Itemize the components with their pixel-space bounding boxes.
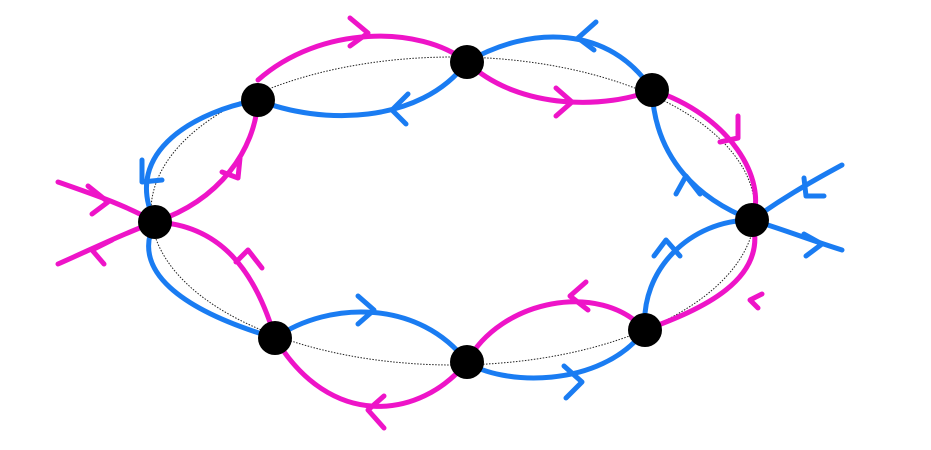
- nodes: [138, 45, 769, 379]
- edge-n1-n2-lower: [255, 59, 470, 119]
- node-n6: [450, 345, 484, 379]
- arrowhead-n3-n4-outer: [717, 113, 741, 145]
- node-n7: [258, 321, 292, 355]
- arrowhead-n6-n7-upper: [355, 293, 377, 327]
- arrowhead-n6-n7-lower: [365, 393, 387, 431]
- node-n2: [450, 45, 484, 79]
- edges: [55, 33, 845, 409]
- arrowhead-n4-n5-outer: [747, 291, 765, 311]
- edge-n2-n3-lower: [464, 59, 655, 105]
- edge-n7-n8-inner: [152, 219, 278, 341]
- arrowhead-external-left-in: [85, 183, 111, 217]
- arrowhead-n2-n3-lower: [553, 85, 575, 119]
- arrowhead-n7-n8-inner: [233, 247, 265, 271]
- edge-n7-n8-outer: [146, 219, 278, 341]
- edge-n3-n4-inner: [649, 87, 755, 223]
- arrowheads: [85, 15, 827, 431]
- edge-n6-n7-upper: [272, 309, 470, 365]
- node-n1: [241, 83, 275, 117]
- edge-n5-n6-upper: [464, 299, 648, 365]
- edge-n2-n3-upper: [464, 34, 655, 93]
- edge-n4-n5-outer: [642, 217, 758, 333]
- edge-n8-n1-outer: [144, 97, 261, 225]
- arrowhead-external-left-out: [89, 237, 115, 267]
- node-n3: [635, 73, 669, 107]
- node-n4: [735, 203, 769, 237]
- node-n8: [138, 205, 172, 239]
- edge-n5-n6-lower: [464, 327, 648, 381]
- edge-n8-n1-inner: [152, 97, 261, 225]
- arrowhead-n5-n6-lower: [561, 363, 585, 401]
- arrowhead-n8-n1-inner: [219, 155, 243, 181]
- arrowhead-n5-n6-upper: [567, 279, 591, 313]
- arrowhead-external-right-out: [801, 231, 825, 259]
- arrowhead-external-right-in: [801, 175, 827, 199]
- edge-n1-n2-upper: [255, 33, 470, 83]
- arrowhead-n4-n5-inner: [651, 237, 683, 259]
- arrowhead-n2-n3-upper: [575, 19, 599, 53]
- edge-n6-n7-lower: [272, 335, 470, 409]
- arrowhead-n3-n4-inner: [673, 173, 703, 197]
- edge-n4-n5-inner: [642, 217, 755, 333]
- node-n5: [628, 313, 662, 347]
- arrowhead-n1-n2-upper: [347, 15, 371, 49]
- arrowhead-n1-n2-lower: [389, 91, 411, 127]
- arrowhead-n8-n1-outer: [139, 157, 165, 185]
